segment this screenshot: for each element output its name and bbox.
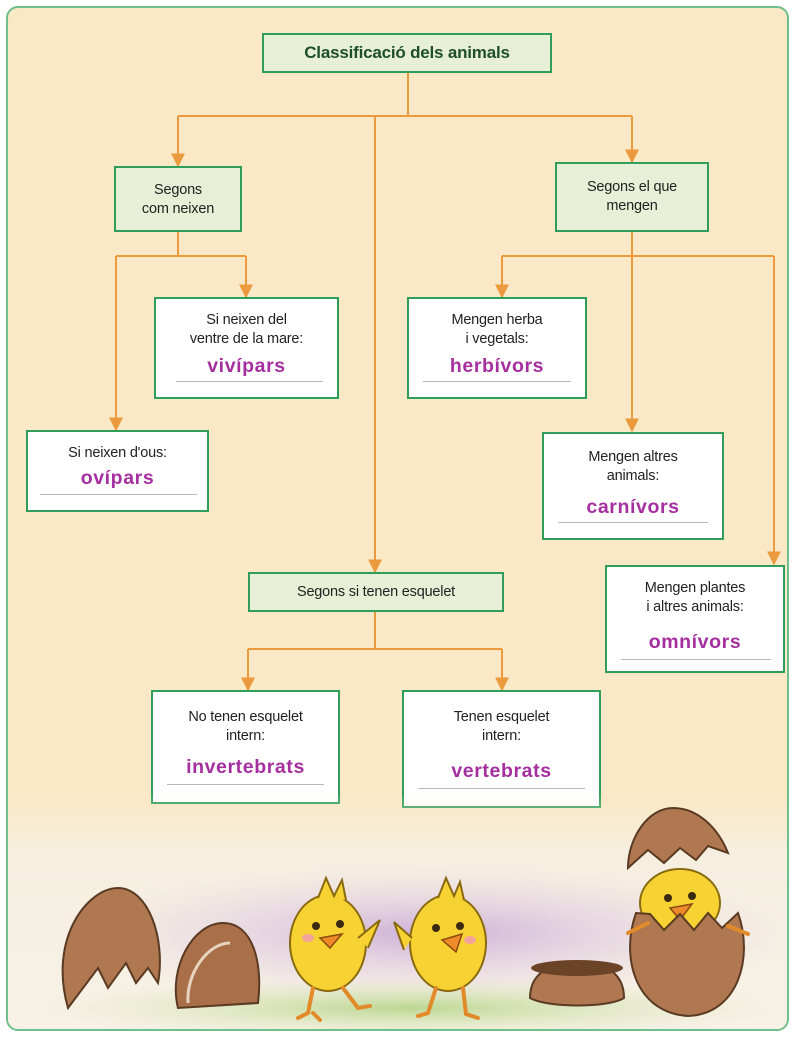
oviparous-answer: ovípars xyxy=(80,467,155,489)
diet-heading-line1: Segons el que xyxy=(586,179,678,195)
vertebrates-prompt-line1: Tenen esquelet xyxy=(453,709,550,725)
invertebrates-answer-line xyxy=(167,784,324,785)
oviparous-answer-line xyxy=(40,494,197,495)
carnivores-box: Mengen altres animals: carnívors xyxy=(542,432,724,540)
carnivores-answer: carnívors xyxy=(586,496,680,518)
carnivores-prompt-line1: Mengen altres xyxy=(588,449,678,465)
empty-eggshell-icon xyxy=(528,960,626,1007)
birth-heading-line2: com neixen xyxy=(141,201,215,217)
invertebrates-box: No tenen esquelet intern: invertebrats xyxy=(151,690,340,804)
diet-heading-box: Segons el que mengen xyxy=(555,162,709,232)
viviparous-prompt-line1: Si neixen del xyxy=(206,312,287,328)
viviparous-answer-line xyxy=(176,381,323,382)
omnivores-answer-line xyxy=(621,659,771,660)
herbivores-answer-line xyxy=(423,381,571,382)
carnivores-answer-line xyxy=(558,522,708,523)
invertebrates-prompt-line1: No tenen esquelet xyxy=(188,709,303,725)
viviparous-answer: vivípars xyxy=(207,355,286,377)
diagram-title: Classificació dels animals xyxy=(304,43,510,62)
herbivores-box: Mengen herba i vegetals: herbívors xyxy=(407,297,587,399)
birth-heading-line1: Segons xyxy=(154,182,202,198)
omnivores-box: Mengen plantes i altres animals: omnívor… xyxy=(605,565,785,673)
birth-heading-box: Segons com neixen xyxy=(114,166,242,232)
skeleton-heading-box: Segons si tenen esquelet xyxy=(248,572,504,612)
viviparous-prompt-line2: ventre de la mare: xyxy=(189,331,304,347)
diagram-title-box: Classificació dels animals xyxy=(262,33,552,73)
skeleton-heading: Segons si tenen esquelet xyxy=(296,584,456,600)
diet-heading-line2: mengen xyxy=(606,198,658,214)
vertebrates-prompt-line2: intern: xyxy=(482,728,521,744)
connector-lines xyxy=(109,72,781,692)
classification-panel: Classificació dels animals Segons com ne… xyxy=(6,6,789,1031)
omnivores-prompt-line2: i altres animals: xyxy=(646,599,744,615)
hatching-chicks-illustration xyxy=(8,793,787,1029)
vertebrates-box: Tenen esquelet intern: vertebrats xyxy=(402,690,601,808)
oviparous-box: Si neixen d'ous: ovípars xyxy=(26,430,209,512)
vertebrates-answer-line xyxy=(418,788,585,789)
chick-icon xyxy=(289,875,381,1022)
chick-hatching-icon xyxy=(626,806,750,1018)
omnivores-answer: omnívors xyxy=(648,631,742,653)
invertebrates-answer: invertebrats xyxy=(186,756,305,778)
herbivores-prompt-line1: Mengen herba xyxy=(451,312,543,328)
herbivores-answer: herbívors xyxy=(449,355,545,377)
carnivores-prompt-line2: animals: xyxy=(606,468,660,484)
omnivores-prompt-line1: Mengen plantes xyxy=(644,580,746,596)
oviparous-prompt: Si neixen d'ous: xyxy=(68,445,167,461)
chick-icon xyxy=(393,875,487,1020)
herbivores-prompt-line2: i vegetals: xyxy=(465,331,529,347)
invertebrates-prompt-line2: intern: xyxy=(226,728,265,744)
vertebrates-answer: vertebrats xyxy=(451,760,552,782)
viviparous-box: Si neixen del ventre de la mare: vivípar… xyxy=(154,297,339,399)
broken-egg-shell-icon xyxy=(61,886,261,1011)
